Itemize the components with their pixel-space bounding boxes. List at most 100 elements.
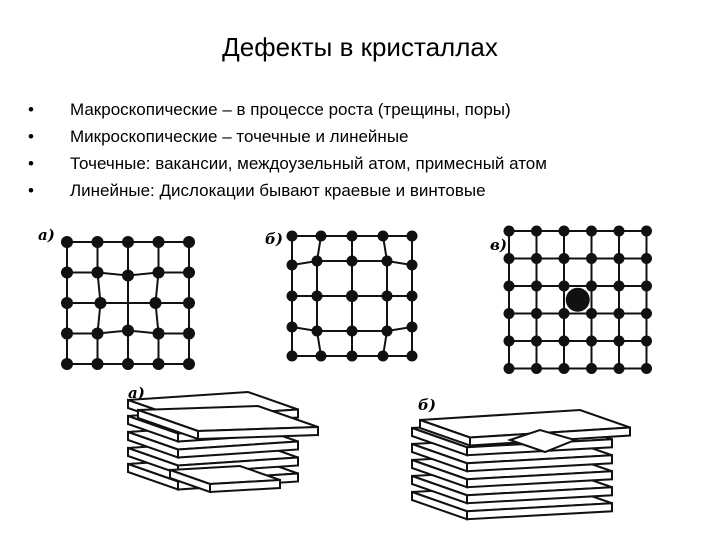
lattice-atom xyxy=(377,230,389,242)
lattice-label-interstitial: б) xyxy=(265,230,283,248)
lattice-atom xyxy=(286,230,298,242)
lattice-label-impurity: в) xyxy=(490,236,507,254)
lattice-atom xyxy=(558,308,570,319)
bullet-dot: • xyxy=(28,127,34,146)
lattice-atom xyxy=(503,280,515,292)
lattice-atom xyxy=(641,363,652,374)
lattice-atom xyxy=(558,280,570,292)
bullet-text: Линейные: Дислокации бывают краевые и ви… xyxy=(70,181,486,200)
lattice-atom xyxy=(406,321,418,333)
lattice-label-vacancy: а) xyxy=(38,226,55,244)
lattice-atom xyxy=(91,236,104,248)
screw-dislocation-stack xyxy=(411,408,631,521)
bullet-item: •Точечные: вакансии, междоузельный атом,… xyxy=(28,150,547,177)
stack-label-edge: а) xyxy=(128,384,145,402)
lattice-atom xyxy=(641,253,652,264)
lattice-atom xyxy=(586,253,597,264)
lattice-atom xyxy=(315,350,327,362)
plane-edge xyxy=(209,478,281,494)
lattice-atom xyxy=(152,358,165,370)
screw-step xyxy=(506,428,579,454)
lattice-atom xyxy=(503,225,515,237)
lattice-atom xyxy=(641,308,652,319)
lattice-atom xyxy=(531,280,542,292)
lattice-atom xyxy=(613,363,625,374)
point-defect-lattices xyxy=(61,225,652,374)
lattice-atom xyxy=(531,253,542,264)
lattice-atom xyxy=(613,253,625,264)
lattice-atom xyxy=(311,325,323,337)
lattice-atom xyxy=(613,280,625,292)
stack-label-screw: б) xyxy=(418,396,436,414)
lattice-atom xyxy=(122,358,134,370)
lattice-atom xyxy=(558,335,570,347)
lattice-atom xyxy=(558,363,570,374)
lattice-atom xyxy=(346,255,358,267)
lattice-atom xyxy=(183,327,195,340)
lattice-atom xyxy=(613,308,625,319)
lattice-atom xyxy=(286,321,298,333)
lattice-atom xyxy=(406,259,418,271)
lattice-atom xyxy=(61,327,73,340)
lattice-atom xyxy=(183,297,195,309)
lattice-atom xyxy=(311,255,323,267)
lattice-atom xyxy=(381,325,393,337)
lattice-atom xyxy=(406,230,418,242)
lattice-atom xyxy=(406,350,418,362)
lattice-atom xyxy=(641,335,652,347)
lattice-atom xyxy=(122,324,134,337)
lattice-atom xyxy=(613,225,625,237)
lattice xyxy=(503,225,652,374)
lattice-atom xyxy=(503,363,515,374)
lattice-atom xyxy=(94,297,107,309)
lattice-atom xyxy=(377,350,389,362)
lattice-atom xyxy=(183,236,195,248)
impurity-atom xyxy=(565,287,590,312)
lattice-atom xyxy=(149,297,162,309)
plane-edge xyxy=(466,454,613,473)
lattice-atom xyxy=(183,358,195,370)
dislocation-plane-stacks xyxy=(127,390,631,521)
lattice-atom xyxy=(61,236,73,248)
bullet-item: •Макроскопические – в процессе роста (тр… xyxy=(28,96,547,123)
lattice-atom xyxy=(531,308,542,319)
lattice-atom xyxy=(641,225,652,237)
lattice-atom xyxy=(286,350,298,362)
lattice-atom xyxy=(91,266,104,279)
plane-edge xyxy=(466,502,613,521)
lattice-atom xyxy=(613,335,625,347)
lattice-atom xyxy=(381,290,393,302)
lattice-atom xyxy=(91,358,104,370)
bullet-item: •Линейные: Дислокации бывают краевые и в… xyxy=(28,177,547,204)
lattice-atom xyxy=(558,253,570,264)
lattice-atom xyxy=(286,259,298,271)
bullet-item: • Микроскопические – точечные и линейные xyxy=(28,123,547,150)
bullet-text: Микроскопические – точечные и линейные xyxy=(70,127,409,146)
bullet-list: •Макроскопические – в процессе роста (тр… xyxy=(28,96,547,204)
lattice-atom xyxy=(152,327,165,340)
slide-title: Дефекты в кристаллах xyxy=(222,32,498,62)
defect-atom xyxy=(346,290,358,302)
plane-edge xyxy=(177,440,299,459)
lattice-atom xyxy=(503,308,515,319)
lattice-atom xyxy=(286,290,298,302)
lattice-atom xyxy=(531,225,542,237)
lattice-atom xyxy=(641,280,652,292)
lattice-atom xyxy=(586,335,597,347)
lattice-atom xyxy=(381,255,393,267)
lattice-atom xyxy=(122,269,134,282)
bullet-dot: • xyxy=(28,100,34,119)
lattice-atom xyxy=(91,327,104,340)
lattice-atom xyxy=(586,363,597,374)
lattice-atom xyxy=(152,236,165,248)
lattice-atom xyxy=(586,308,597,319)
lattice-atom xyxy=(586,280,597,292)
lattice-atom xyxy=(183,266,195,279)
lattice xyxy=(61,236,195,370)
lattice-atom xyxy=(311,290,323,302)
lattice-atom xyxy=(503,335,515,347)
edge-dislocation-stack xyxy=(127,390,319,494)
lattice-atom xyxy=(503,253,515,264)
